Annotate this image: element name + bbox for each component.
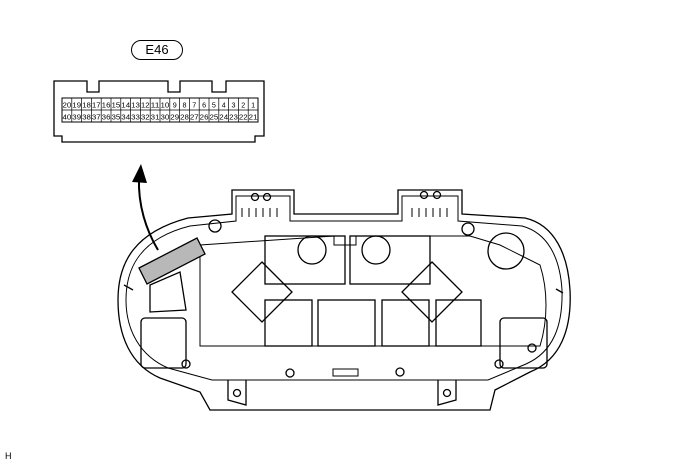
pin-number: 8 xyxy=(183,101,187,110)
pointer-arrow xyxy=(137,177,159,251)
pin-number: 2 xyxy=(241,101,245,110)
pin-number: 3 xyxy=(232,101,236,110)
pin-number: 6 xyxy=(202,101,206,110)
pin-number: 33 xyxy=(131,113,140,122)
connector-id-label: E46 xyxy=(131,40,183,60)
pin-number: 37 xyxy=(92,113,101,122)
pin-number: 21 xyxy=(249,113,258,122)
figure-code: H xyxy=(5,451,12,461)
pin-number: 36 xyxy=(102,113,111,122)
pin-number: 17 xyxy=(92,101,101,110)
pin-number: 13 xyxy=(131,101,140,110)
pin-number: 12 xyxy=(141,101,150,110)
pin-number: 1 xyxy=(251,101,255,110)
pin-number: 9 xyxy=(173,101,177,110)
pin-number: 38 xyxy=(82,113,91,122)
connector-location-highlight xyxy=(138,237,206,285)
pin-number: 34 xyxy=(121,113,130,122)
pin-number: 27 xyxy=(190,113,199,122)
pin-number: 35 xyxy=(112,113,121,122)
pin-number: 10 xyxy=(161,101,170,110)
pin-number: 40 xyxy=(63,113,72,122)
pin-number: 19 xyxy=(72,101,81,110)
pin-number: 20 xyxy=(63,101,72,110)
pin-number: 7 xyxy=(192,101,196,110)
pin-number: 32 xyxy=(141,113,150,122)
pin-number: 16 xyxy=(102,101,111,110)
pin-number: 5 xyxy=(212,101,216,110)
pin-number: 28 xyxy=(180,113,189,122)
pin-number: 26 xyxy=(200,113,209,122)
pin-number: 15 xyxy=(112,101,121,110)
pin-number: 4 xyxy=(222,101,226,110)
pin-number: 25 xyxy=(210,113,219,122)
pin-number: 22 xyxy=(239,113,248,122)
pin-number: 11 xyxy=(151,101,160,110)
meter-housing xyxy=(117,189,571,411)
pin-number: 29 xyxy=(170,113,179,122)
connector-face xyxy=(53,80,265,143)
pin-number: 23 xyxy=(229,113,238,122)
pin-number: 14 xyxy=(121,101,130,110)
pin-number: 18 xyxy=(82,101,91,110)
arrow-head xyxy=(132,164,147,183)
pin-number: 30 xyxy=(161,113,170,122)
pin-number: 24 xyxy=(219,113,228,122)
pin-number: 39 xyxy=(72,113,81,122)
pin-number: 31 xyxy=(151,113,160,122)
